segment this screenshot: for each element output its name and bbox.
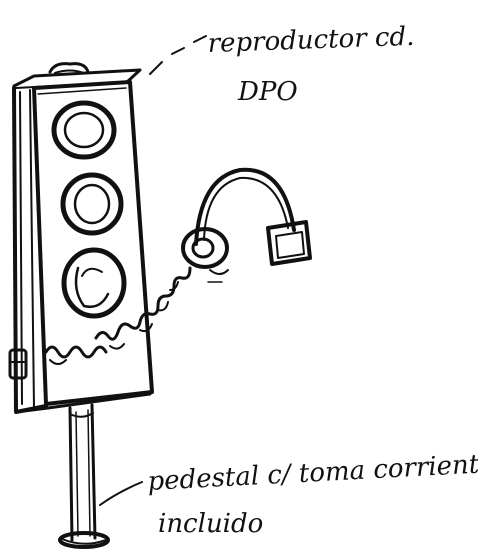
bottom-annotation: pedestal c/ toma corriente incluido [147, 449, 478, 539]
top-label-line2: DPO [237, 77, 298, 107]
headphone-cable [46, 268, 190, 364]
top-annotation: reproductor cd. DPO [207, 22, 415, 107]
top-speaker-ring [54, 103, 114, 157]
middle-speaker-ring [63, 175, 121, 233]
top-label-line1: reproductor cd. [207, 22, 415, 59]
bottom-leader-line [100, 482, 142, 505]
bottom-speaker-ring [64, 250, 124, 316]
cd-player-tower [10, 64, 152, 412]
pedestal-base [60, 533, 108, 547]
bottom-label-line1: pedestal c/ toma corriente [147, 449, 478, 497]
headphones [183, 170, 310, 282]
pedestal [60, 405, 108, 547]
top-leader-line [150, 36, 206, 74]
right-earcup [268, 222, 310, 264]
bottom-label-line2: incluido [158, 509, 263, 539]
